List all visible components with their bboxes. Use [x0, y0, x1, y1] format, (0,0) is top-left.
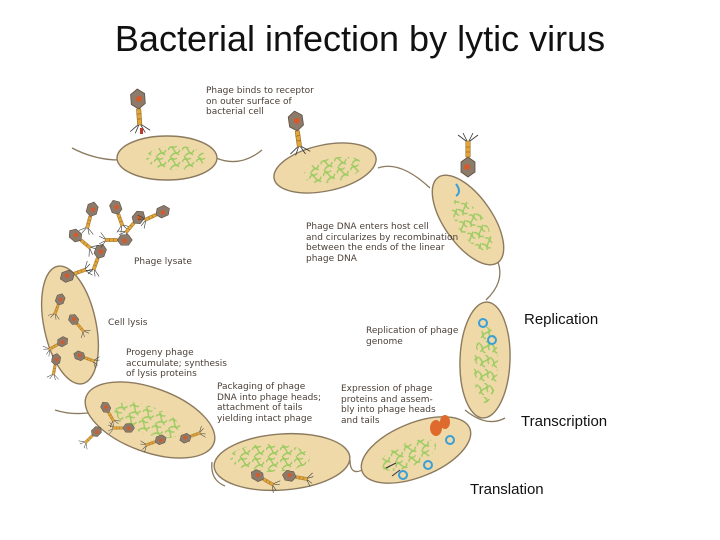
phage-injecting [458, 133, 478, 177]
label-transcription: Transcription [521, 413, 607, 430]
caption-phage-lysate: Phage lysate [134, 257, 192, 268]
receptor-icon [140, 128, 143, 134]
label-replication: Replication [524, 311, 598, 328]
phage-lysate-group [58, 198, 173, 286]
phage-approaching [127, 88, 150, 133]
bacterial-cell-binding [117, 136, 217, 180]
caption-dna-enters: Phage DNA enters host cell and circulari… [306, 222, 458, 264]
caption-replication: Replication of phage genome [366, 326, 458, 347]
bacterial-cell-replication [458, 301, 512, 419]
bacterial-cell-progeny [75, 367, 225, 474]
bacterial-cell-packaging [212, 429, 352, 494]
bacterial-cell-bound [269, 135, 380, 202]
label-translation: Translation [470, 481, 544, 498]
caption-progeny: Progeny phage accumulate; synthesis of l… [126, 348, 227, 380]
caption-cell-lysis: Cell lysis [108, 318, 147, 329]
phage-protein-2 [440, 415, 450, 429]
caption-packaging: Packaging of phage DNA into phage heads;… [217, 382, 321, 424]
caption-phage-binds: Phage binds to receptor on outer surface… [206, 86, 314, 118]
caption-expression: Expression of phage proteins and assem- … [341, 384, 436, 426]
